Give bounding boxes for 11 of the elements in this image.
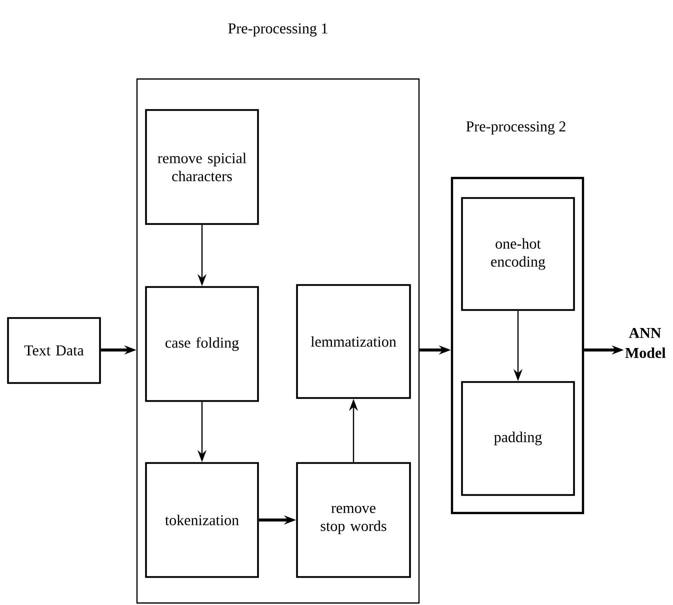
process-box: one-hot encoding — [461, 197, 575, 311]
process-box: remove stop words — [296, 462, 411, 578]
process-box: lemmatization — [296, 284, 411, 399]
process-box: padding — [461, 381, 575, 496]
output-label: ANN Model — [625, 328, 666, 358]
group-heading: Pre-processing 2 — [466, 121, 566, 135]
group-heading: Pre-processing 1 — [228, 23, 328, 37]
process-box: case folding — [145, 286, 259, 402]
process-box: tokenization — [145, 462, 259, 578]
process-box: remove spicial characters — [145, 109, 259, 225]
process-box: Text Data — [7, 317, 101, 384]
